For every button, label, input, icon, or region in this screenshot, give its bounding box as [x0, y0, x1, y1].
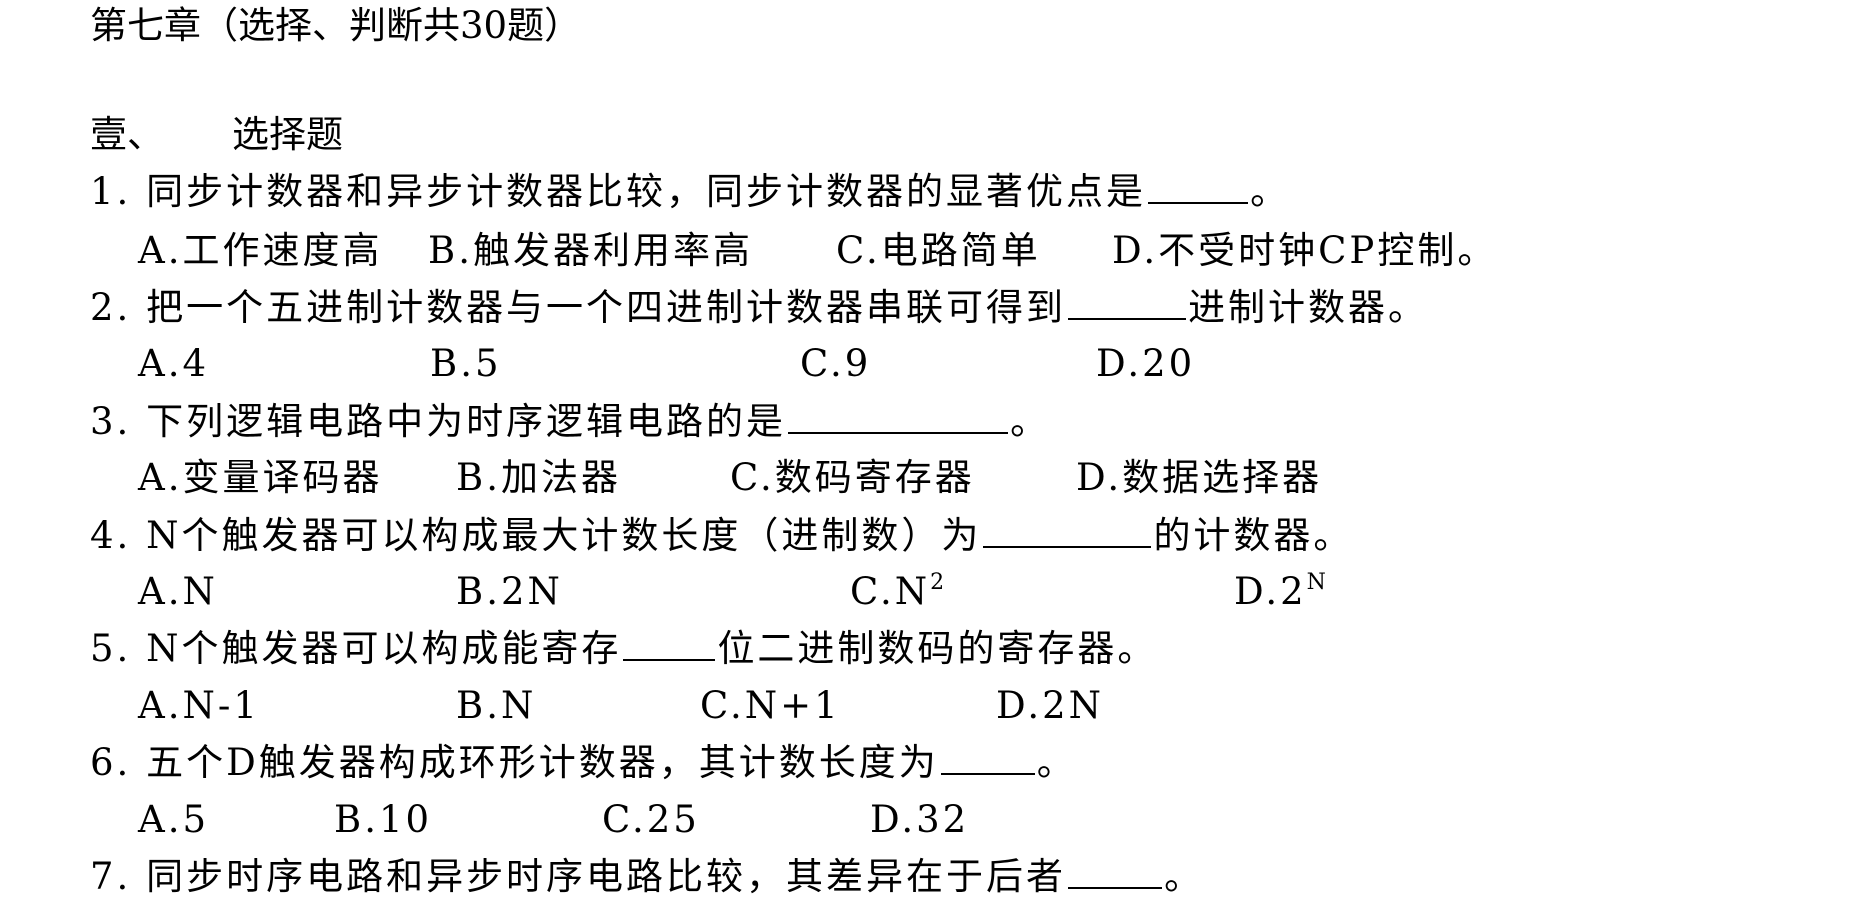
option-b: B.2N	[456, 570, 563, 613]
question-7-tail: 。	[1164, 855, 1205, 898]
chapter-title: 第七章（选择、判断共30题）	[90, 4, 582, 47]
option-d: D.32	[870, 798, 970, 841]
question-5-text: 5. N个触发器可以构成能寄存	[90, 627, 622, 670]
section-title: 选择题	[232, 113, 343, 156]
answer-blank	[623, 629, 716, 661]
question-6-options: A.5 B.10 C.25 D.32	[138, 798, 1638, 842]
option-d-text: D.2	[1234, 570, 1307, 613]
option-b: B.N	[456, 684, 537, 727]
question-3-options: A.变量译码器 B.加法器 C.数码寄存器 D.数据选择器	[138, 456, 1638, 500]
question-3-text: 3. 下列逻辑电路中为时序逻辑电路的是	[90, 400, 787, 443]
question-1-tail: 。	[1250, 170, 1291, 213]
question-6-tail: 。	[1036, 741, 1077, 784]
question-7-text: 7. 同步时序电路和异步时序电路比较，其差异在于后者	[90, 855, 1067, 898]
option-c: C.25	[602, 798, 700, 841]
question-2-tail: 进制计数器。	[1188, 286, 1429, 329]
option-c: C.N2	[850, 570, 947, 614]
option-c: C.数码寄存器	[730, 456, 975, 499]
question-2-stem: 2. 把一个五进制计数器与一个四进制计数器串联可得到 进制计数器。	[90, 286, 1428, 330]
option-c: C.电路简单	[836, 229, 1041, 272]
question-6-stem: 6. 五个D触发器构成环形计数器，其计数长度为 。	[90, 741, 1077, 785]
question-3-tail: 。	[1010, 400, 1051, 443]
option-b: B.10	[334, 798, 433, 841]
answer-blank	[1068, 288, 1187, 320]
answer-blank	[940, 743, 1035, 775]
question-2-text: 2. 把一个五进制计数器与一个四进制计数器串联可得到	[90, 286, 1067, 329]
option-a: A.5	[138, 798, 210, 841]
option-a: A.工作速度高	[138, 229, 383, 272]
option-d: D.2N	[1234, 570, 1329, 614]
option-c-text: C.N	[850, 570, 931, 613]
option-c: C.N+1	[700, 684, 841, 727]
question-4-tail: 的计数器。	[1153, 514, 1354, 557]
answer-blank	[1148, 172, 1249, 204]
question-7-stem: 7. 同步时序电路和异步时序电路比较，其差异在于后者 。	[90, 855, 1204, 899]
question-4-text: 4. N个触发器可以构成最大计数长度（进制数）为	[90, 514, 982, 557]
question-1-text: 1. 同步计数器和异步计数器比较，同步计数器的显著优点是	[90, 170, 1147, 213]
question-4-stem: 4. N个触发器可以构成最大计数长度（进制数）为 的计数器。	[90, 514, 1353, 558]
option-a: A.4	[138, 342, 210, 385]
option-d: D.数据选择器	[1076, 456, 1323, 499]
option-a: A.N	[138, 570, 218, 613]
section-number: 壹、	[90, 113, 164, 156]
question-3-stem: 3. 下列逻辑电路中为时序逻辑电路的是 。	[90, 400, 1050, 444]
question-1-stem: 1. 同步计数器和异步计数器比较，同步计数器的显著优点是 。	[90, 170, 1290, 214]
option-b: B.5	[430, 342, 502, 385]
section-heading: 壹、 选择题	[90, 113, 343, 157]
answer-blank	[1068, 857, 1163, 889]
question-5-options: A.N-1 B.N C.N+1 D.2N	[138, 684, 1638, 728]
question-6-text: 6. 五个D触发器构成环形计数器，其计数长度为	[90, 741, 939, 784]
question-5-tail: 位二进制数码的寄存器。	[717, 627, 1158, 670]
answer-blank	[983, 516, 1152, 548]
option-b: B.加法器	[456, 456, 621, 499]
question-2-options: A.4 B.5 C.9 D.20	[138, 342, 1638, 386]
option-d: D.20	[1096, 342, 1196, 385]
answer-blank	[788, 402, 1009, 434]
option-c-superscript: 2	[930, 569, 948, 595]
question-4-options: A.N B.2N C.N2 D.2N	[138, 570, 1638, 614]
option-d-superscript: N	[1306, 569, 1329, 595]
option-c: C.9	[800, 342, 872, 385]
option-a: A.N-1	[138, 684, 260, 727]
option-b: B.触发器利用率高	[428, 229, 753, 272]
question-1-options: A.工作速度高 B.触发器利用率高 C.电路简单 D.不受时钟CP控制。	[138, 229, 1638, 273]
question-5-stem: 5. N个触发器可以构成能寄存 位二进制数码的寄存器。	[90, 627, 1157, 671]
option-a: A.变量译码器	[138, 456, 383, 499]
option-d: D.不受时钟CP控制。	[1112, 229, 1498, 272]
option-d: D.2N	[996, 684, 1105, 727]
